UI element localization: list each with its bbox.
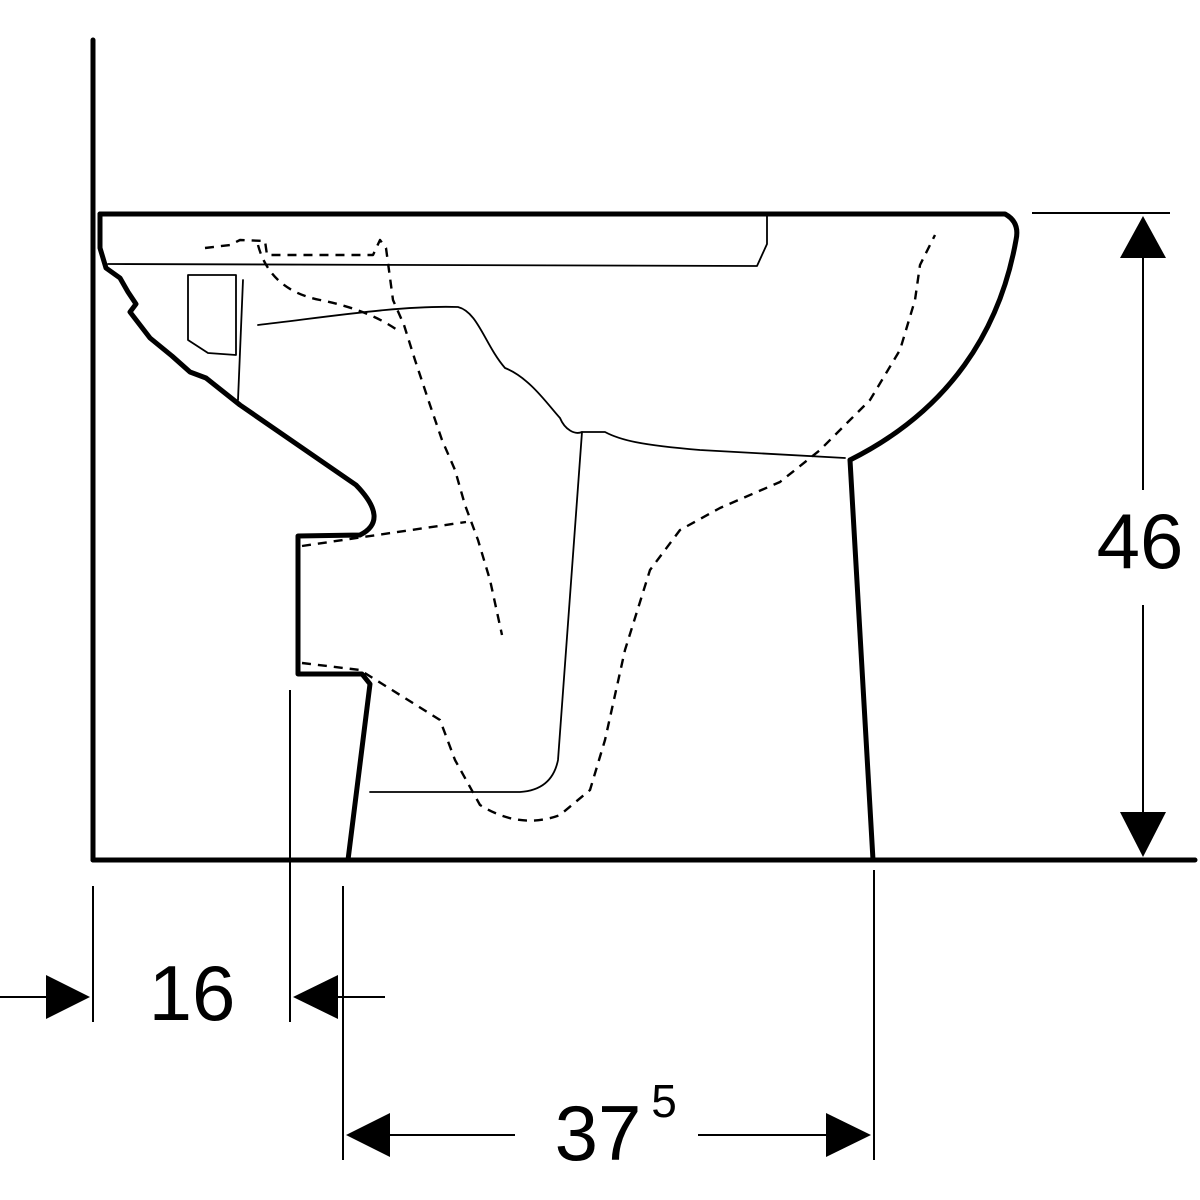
hidden-rinse-channel xyxy=(256,244,401,333)
flush-inlet-outline xyxy=(187,274,237,356)
toilet-front-foot-outline xyxy=(847,457,876,863)
hidden-flush-channel xyxy=(204,238,504,636)
dim-46-arrow-up xyxy=(1120,216,1166,258)
toilet-rim-and-bowl-outline xyxy=(97,211,1020,463)
dim-46-arrow-down xyxy=(1120,812,1166,857)
dim-375-label: 37 xyxy=(555,1089,642,1177)
hidden-outlet-bottom xyxy=(301,234,937,822)
dim-16-arrow-left xyxy=(46,975,90,1019)
dim-375-arrow-left xyxy=(346,1113,390,1157)
water-surface-line xyxy=(257,305,846,459)
dim-375-superscript: 5 xyxy=(651,1075,677,1127)
rim-inner-line xyxy=(107,213,768,267)
back-inner-line xyxy=(237,279,244,401)
dim-16-label: 16 xyxy=(149,949,236,1037)
trap-inner-line xyxy=(369,431,583,793)
dim-46-label: 46 xyxy=(1097,497,1184,585)
dim-16-arrow-right xyxy=(293,975,338,1019)
toilet-back-and-outlet-outline xyxy=(97,211,377,863)
hidden-outlet-top xyxy=(301,520,467,548)
dim-375-arrow-right xyxy=(826,1113,871,1157)
